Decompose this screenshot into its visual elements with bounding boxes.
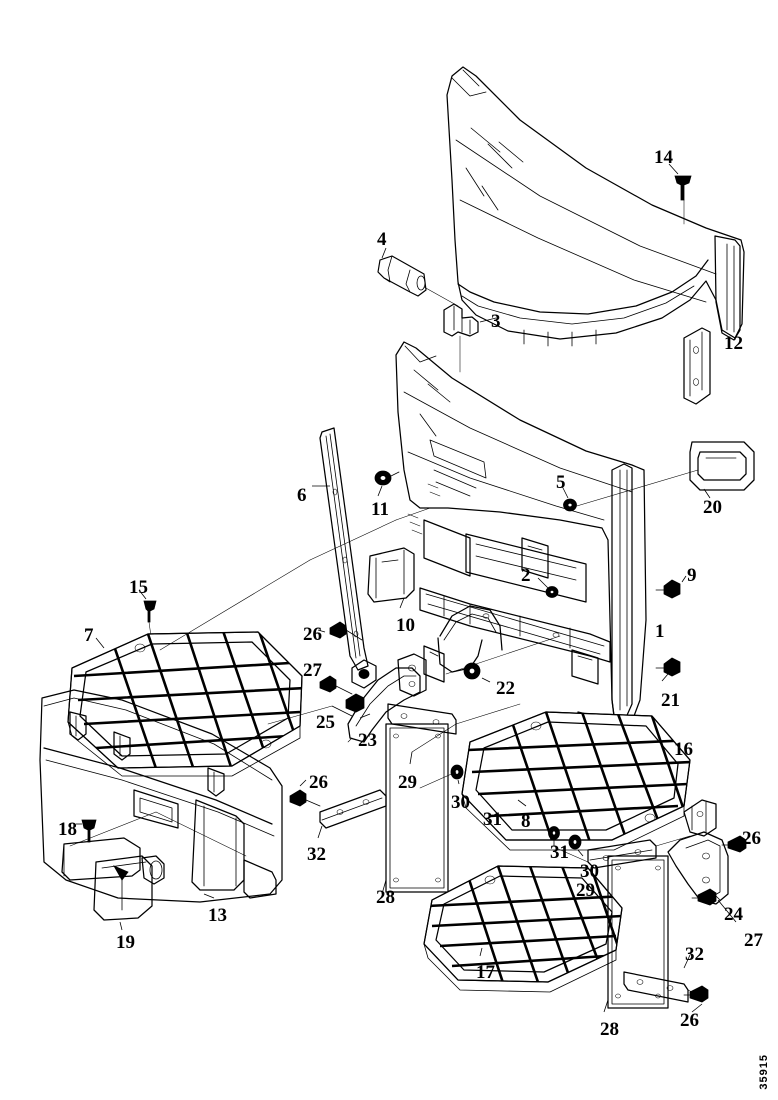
- callout-32: 32: [307, 844, 326, 865]
- part-14-screw: [668, 163, 692, 225]
- part-1-main-side-panel: [395, 341, 647, 743]
- callout-27: 27: [744, 930, 763, 951]
- part-20-grab-handle-bezel: [569, 441, 755, 509]
- callout-24: 24: [724, 904, 743, 925]
- callout-26: 26: [742, 828, 761, 849]
- part-4-latch-striker: [377, 247, 459, 307]
- part-28-splash-panel-left: [381, 703, 457, 895]
- callout-26: 26: [303, 624, 322, 645]
- callout-8: 8: [521, 811, 531, 832]
- part-24-step-mount-bracket: [667, 799, 729, 905]
- callout-31: 31: [483, 809, 502, 830]
- callout-1: 1: [655, 621, 665, 642]
- callout-29: 29: [576, 880, 595, 901]
- part-31-washer-right: [548, 826, 560, 846]
- part-23-support-bracket: [331, 653, 427, 743]
- callout-31: 31: [550, 842, 569, 863]
- callout-16: 16: [674, 739, 693, 760]
- callout-30: 30: [580, 861, 599, 882]
- callout-2: 2: [521, 565, 531, 586]
- part-18-clip: [76, 819, 97, 843]
- callout-30: 30: [451, 792, 470, 813]
- callout-4: 4: [377, 229, 387, 250]
- part-5-screw: [561, 485, 577, 512]
- part-2-screw: [537, 577, 559, 598]
- part-27-bolt-upper: [315, 667, 353, 695]
- callout-23: 23: [358, 730, 377, 751]
- callout-7: 7: [84, 625, 94, 646]
- part-6-corner-post-rail: [312, 427, 369, 671]
- callout-9: 9: [687, 565, 697, 586]
- part-12-upper-side-panel: [446, 66, 745, 405]
- part-19-mirror-arm-housing: [61, 837, 165, 931]
- part-22-grommet: [463, 662, 491, 683]
- callout-12: 12: [724, 333, 743, 354]
- callout-15: 15: [129, 577, 148, 598]
- callout-11: 11: [371, 499, 389, 520]
- part-3-latch-bracket: [443, 303, 497, 373]
- callout-32: 32: [685, 944, 704, 965]
- callout-19: 19: [116, 932, 135, 953]
- callout-21: 21: [661, 690, 680, 711]
- callout-10: 10: [396, 615, 415, 636]
- callout-5: 5: [556, 472, 566, 493]
- callout-28: 28: [376, 887, 395, 908]
- part-7-step-tread-left: [67, 559, 311, 777]
- callout-25: 25: [316, 712, 335, 733]
- part-27-bolt-right: [691, 888, 737, 923]
- part-11-grommet: [374, 470, 400, 497]
- callout-26: 26: [680, 1010, 699, 1031]
- part-13-fender: [39, 689, 283, 903]
- callout-27: 27: [303, 660, 322, 681]
- callout-22: 22: [496, 678, 515, 699]
- callout-28: 28: [600, 1019, 619, 1040]
- part-10-latch-cover: [367, 547, 415, 609]
- callout-17: 17: [476, 962, 495, 983]
- part-30-nut-right: [568, 834, 584, 857]
- part-26-bolt-upper: [317, 621, 363, 641]
- drawing-reference-number: 35915: [758, 1054, 770, 1090]
- part-30-nut-left: [450, 764, 464, 785]
- part-26-bolt-right-lower: [683, 985, 709, 1013]
- callout-13: 13: [208, 905, 227, 926]
- part-21-screw: [655, 657, 681, 682]
- callout-29: 29: [398, 772, 417, 793]
- callout-26: 26: [309, 772, 328, 793]
- assembly-leader-lines: [267, 507, 701, 997]
- callout-20: 20: [703, 497, 722, 518]
- part-26-bolt-right: [721, 835, 751, 853]
- callout-14: 14: [654, 147, 673, 168]
- callout-6: 6: [297, 485, 307, 506]
- part-8-step-tread-right-upper: [461, 711, 691, 851]
- part-26-bolt-lower-left: [289, 779, 321, 807]
- part-17-step-tread-lower: [423, 865, 623, 993]
- callout-3: 3: [491, 311, 501, 332]
- part-28-splash-panel-right: [603, 855, 691, 1013]
- part-9-screw: [655, 575, 687, 599]
- callout-18: 18: [58, 819, 77, 840]
- part-32-mounting-strip-left: [317, 789, 387, 839]
